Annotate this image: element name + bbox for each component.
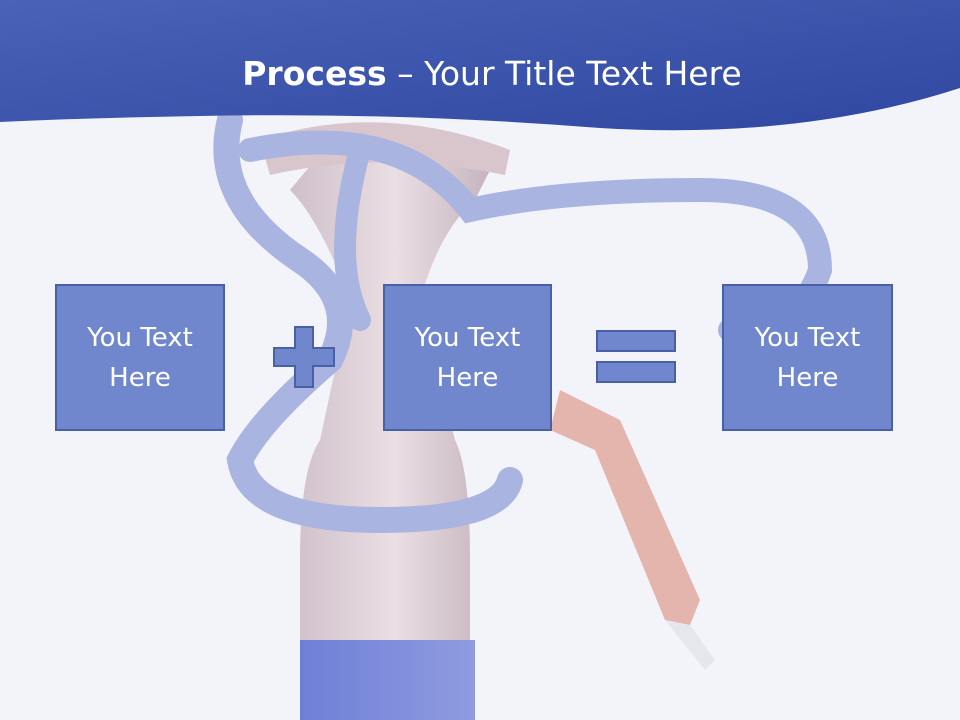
process-box-3-text: You Text Here (754, 322, 861, 393)
header-band (0, 0, 960, 131)
equals-icon (596, 330, 676, 383)
process-box-2[interactable]: You Text Here (383, 284, 552, 431)
title-rest: – Your Title Text Here (386, 54, 742, 93)
process-box-3[interactable]: You Text Here (722, 284, 893, 431)
plus-icon (273, 326, 335, 388)
process-box-1[interactable]: You Text Here (55, 284, 225, 431)
process-box-2-text: You Text Here (414, 322, 521, 393)
title-bold: Process (242, 54, 387, 93)
process-box-1-text: You Text Here (87, 322, 193, 393)
slide-title: Process – Your Title Text Here (0, 52, 960, 96)
